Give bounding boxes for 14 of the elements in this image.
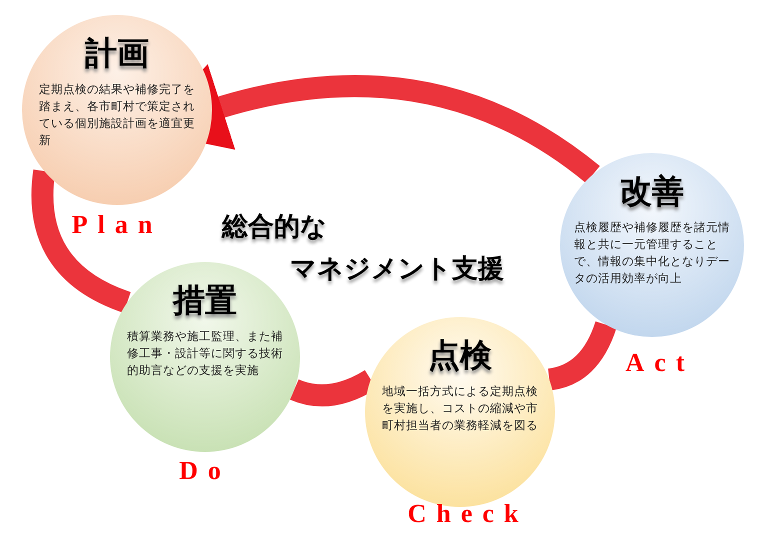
- step-label: Act: [626, 348, 694, 378]
- step-description: 点検履歴や補修履歴を諸元情報と共に一元管理することで、情報の集中化となりデータの活用効率が向上: [574, 219, 730, 287]
- step-heading: 措置: [173, 280, 237, 320]
- step-description: 積算業務や施工監理、また補修工事・設計等に関する技術的助言などの支援を実施: [127, 328, 283, 379]
- step-description: 定期点検の結果や補修完了を踏まえ、各市町村で策定されている個別施設計画を適宜更新: [39, 81, 195, 149]
- step-label: Check: [408, 499, 528, 529]
- step-label: Do: [179, 456, 231, 486]
- step-heading: 点検: [428, 335, 492, 375]
- center-title: マネジメント支援: [290, 253, 504, 286]
- step-description: 地域一括方式による定期点検を実施し、コストの縮減や市町村担当者の業務軽減を図る: [382, 383, 538, 434]
- center-title: 総合的な: [222, 211, 327, 244]
- step-label: Plan: [72, 210, 162, 240]
- step-heading: 改善: [620, 171, 684, 211]
- step-heading: 計画: [85, 33, 149, 73]
